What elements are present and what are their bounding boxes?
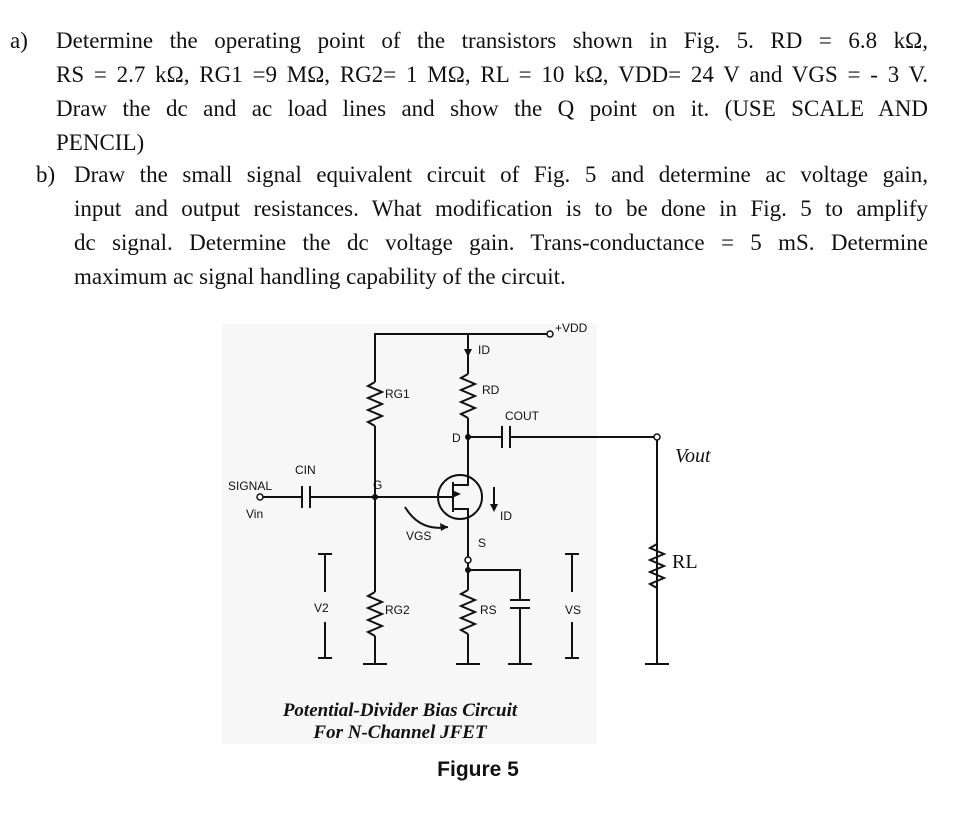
circuit-diagram: +VDD ID RD COUT RG1 D G S CIN SIGNAL Vin… — [222, 321, 711, 744]
rg1-resistor — [365, 381, 385, 427]
gate-label: G — [373, 478, 382, 492]
question-b-line-4: maximum ac signal handling capability of… — [74, 264, 566, 289]
vout-label: Vout — [675, 445, 711, 467]
circuit-figure: +VDD ID RD COUT RG1 D G S CIN SIGNAL Vin… — [220, 321, 956, 752]
vin-label: Vin — [246, 507, 263, 521]
cout-label: COUT — [505, 409, 540, 423]
figure-background — [222, 324, 597, 744]
question-a-line-3: Draw the dc and ac load lines and show t… — [56, 96, 928, 121]
terminals — [256, 330, 661, 564]
vgs-label: VGS — [406, 529, 431, 543]
drain-label: D — [452, 431, 461, 445]
v2-label: V2 — [314, 601, 329, 615]
figure-label: Figure 5 — [437, 758, 519, 781]
source-label: S — [478, 536, 486, 550]
caption-line-2: For N-Channel JFET — [312, 722, 488, 743]
question-b-line-1: Draw the small signal equivalent circuit… — [74, 162, 928, 187]
question-a-line-2: RS = 2.7 kΩ, RG1 =9 MΩ, RG2= 1 MΩ, RL = … — [56, 62, 928, 87]
circuit-labels: +VDD ID RD COUT RG1 D G S CIN SIGNAL Vin… — [228, 321, 588, 617]
caption-line-1: Potential-Divider Bias Circuit — [282, 700, 518, 721]
circuit-wires — [260, 333, 669, 665]
rg1-label: RG1 — [385, 387, 410, 401]
id-side-label: ID — [500, 509, 512, 523]
rs-resistor — [458, 589, 478, 635]
rs-label: RS — [480, 603, 497, 617]
question-b-line-2: input and output resistances. What modif… — [74, 196, 928, 221]
vs-label: VS — [565, 603, 581, 617]
circuit-markers — [372, 349, 498, 573]
rd-resistor — [458, 373, 478, 419]
vdd-label: +VDD — [555, 322, 588, 335]
question-b: b) Draw the small signal equivalent circ… — [36, 158, 928, 294]
question-a-line-4: PENCIL) — [56, 130, 145, 155]
rl-label: RL — [672, 551, 698, 573]
question-a-line-1: Determine the operating point of the tra… — [56, 28, 928, 53]
question-b-label: b) — [36, 162, 56, 187]
rl-resistor — [647, 543, 667, 589]
rd-label: RD — [482, 383, 500, 397]
cin-label: CIN — [295, 463, 316, 477]
rg2-label: RG2 — [385, 603, 410, 617]
question-b-line-3: dc signal. Determine the dc voltage gain… — [74, 230, 928, 255]
question-a: a) Determine the operating point of the … — [10, 24, 928, 160]
id-top-label: ID — [478, 343, 490, 357]
signal-label: SIGNAL — [228, 479, 272, 493]
question-a-label: a) — [10, 28, 28, 53]
rg2-resistor — [365, 591, 385, 637]
